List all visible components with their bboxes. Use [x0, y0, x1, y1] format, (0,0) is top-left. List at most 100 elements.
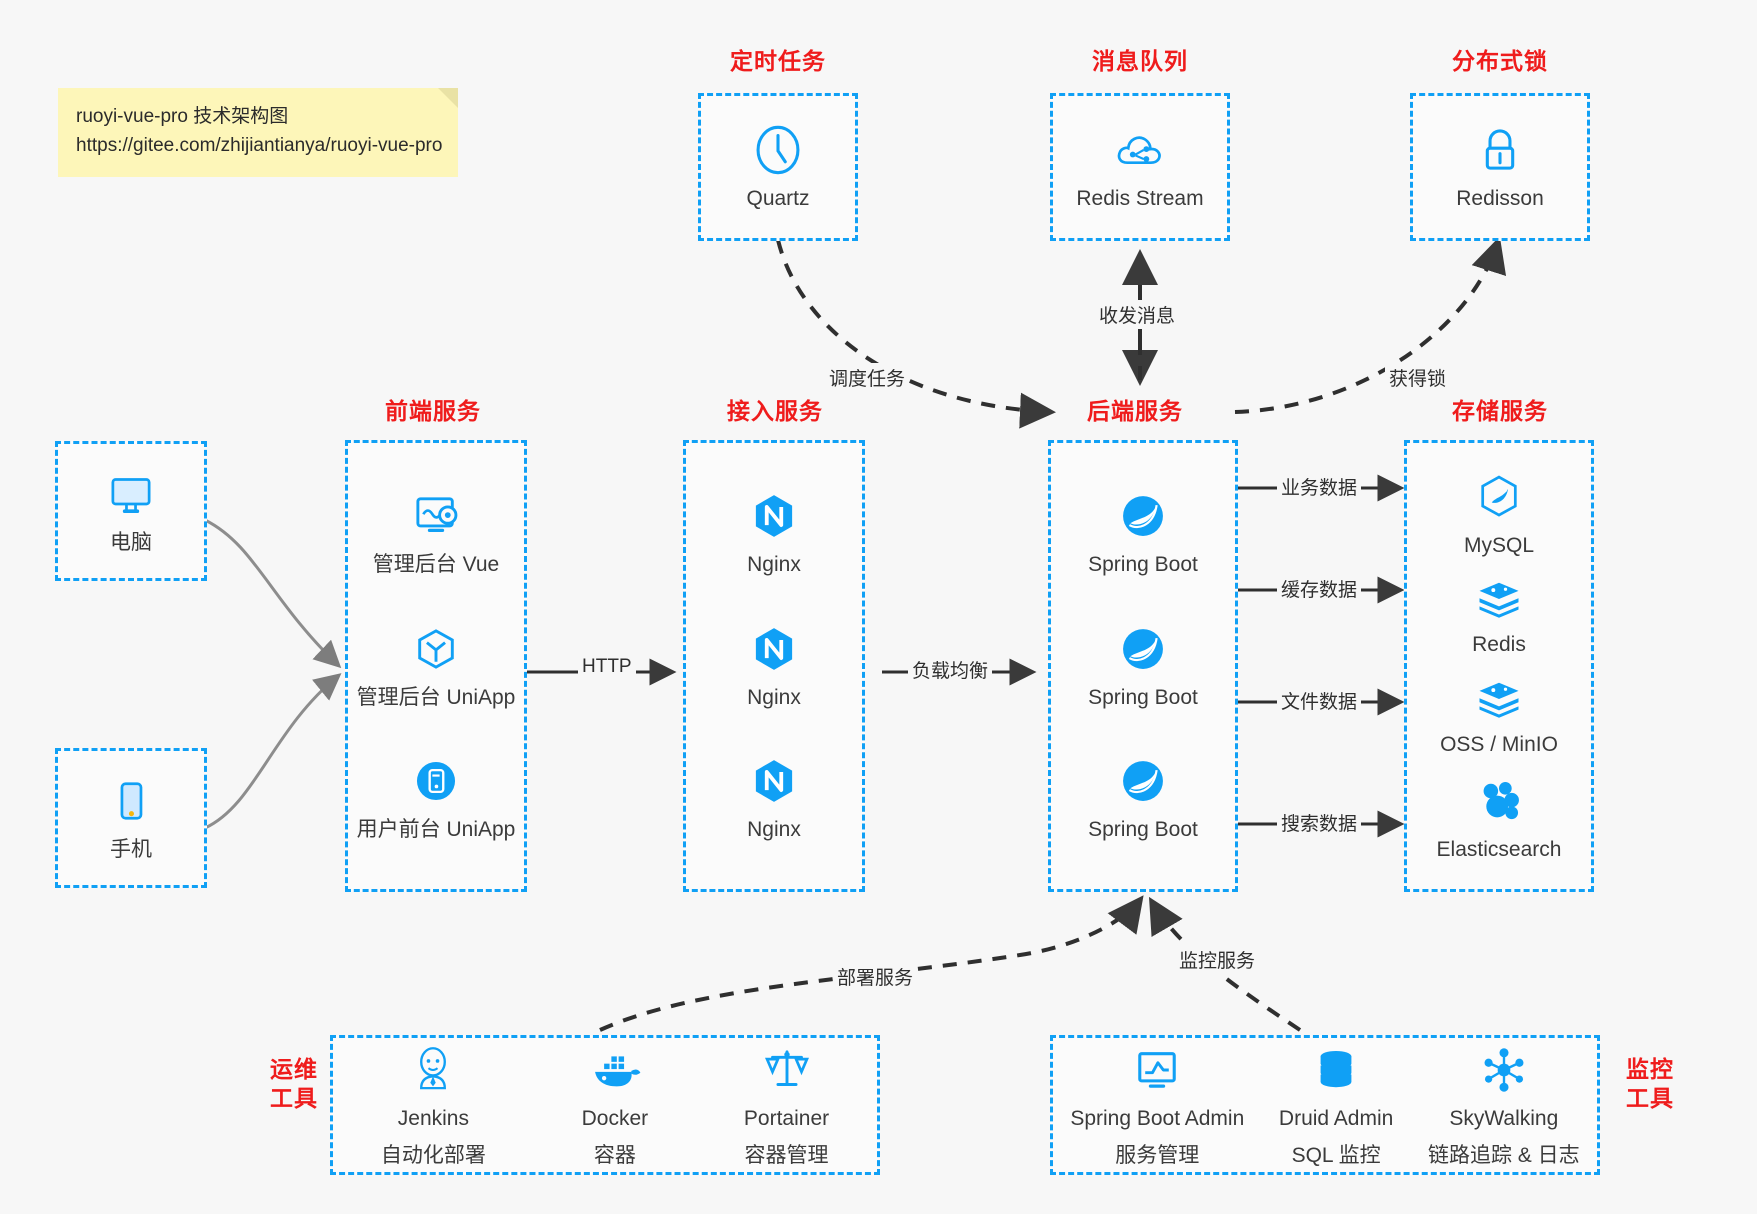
edge-label-send-receive-message: 收发消息: [1095, 300, 1180, 329]
group-title-monitoring-line1: 监控: [1626, 1056, 1674, 1082]
group-title-devops: 运维 工具: [258, 1055, 330, 1113]
node-nginx-3[interactable]: Nginx: [745, 752, 803, 844]
node-label: 管理后台 UniApp: [356, 685, 516, 709]
app-circle-icon: [416, 762, 456, 801]
group-gateway: Nginx Nginx Nginx: [683, 440, 865, 892]
redis-stack-icon: [1479, 582, 1519, 618]
node-label: Portainer: [743, 1106, 830, 1130]
node-sublabel: 自动化部署: [380, 1144, 486, 1168]
nginx-icon: [755, 760, 793, 803]
node-skywalking[interactable]: SkyWalking 链路追踪 & 日志: [1428, 1041, 1580, 1169]
edge-label-file-data: 文件数据: [1277, 686, 1362, 715]
jenkins-butler-icon: [420, 1046, 447, 1090]
group-title-monitoring: 监控 工具: [1614, 1055, 1686, 1113]
node-docker[interactable]: Docker 容器: [581, 1041, 649, 1169]
node-portainer[interactable]: Portainer 容器管理: [744, 1041, 829, 1169]
node-label: 电脑: [110, 530, 152, 554]
node-spring-boot-2[interactable]: Spring Boot: [1088, 620, 1198, 712]
group-client-desktop: 电脑: [55, 441, 207, 581]
edge-label-acquire-lock: 获得锁: [1385, 363, 1451, 392]
node-label: Spring Boot: [1088, 818, 1198, 842]
group-frontend: 管理后台 Vue 管理后台 UniApp 用户前台 UniApp: [345, 440, 527, 892]
node-quartz[interactable]: Quartz: [746, 121, 810, 213]
desktop-icon: [111, 477, 151, 513]
group-storage: MySQL Redis OSS / MinIO: [1404, 440, 1594, 892]
mobile-icon: [120, 782, 143, 820]
node-mobile[interactable]: 手机: [102, 772, 160, 864]
node-nginx-1[interactable]: Nginx: [745, 487, 803, 579]
edge-label-deploy-service: 部署服务: [833, 962, 918, 991]
edge-label-load-balance: 负载均衡: [908, 655, 993, 684]
node-admin-vue[interactable]: 管理后台 Vue: [373, 487, 499, 579]
node-redisson[interactable]: Redisson: [1456, 121, 1544, 213]
node-label: Spring Boot: [1088, 685, 1198, 709]
node-user-uniapp[interactable]: 用户前台 UniApp: [356, 752, 516, 844]
node-sublabel: 服务管理: [1115, 1144, 1200, 1168]
node-elasticsearch[interactable]: Elasticsearch: [1436, 772, 1562, 864]
group-client-mobile: 手机: [55, 748, 207, 888]
node-label: MySQL: [1463, 533, 1534, 557]
elasticsearch-icon: [1483, 782, 1519, 820]
spring-leaf-icon: [1123, 496, 1163, 537]
spring-leaf-icon: [1123, 761, 1163, 802]
edge-label-search-data: 搜索数据: [1277, 808, 1362, 837]
edge-label-business-data: 业务数据: [1277, 472, 1362, 501]
node-label: Redis: [1472, 633, 1526, 657]
node-oss-minio[interactable]: OSS / MinIO: [1440, 673, 1558, 759]
node-admin-uniapp[interactable]: 管理后台 UniApp: [356, 620, 516, 712]
group-distributed-lock: Redisson: [1410, 93, 1590, 241]
nginx-icon: [755, 495, 793, 537]
clock-icon: [756, 125, 800, 175]
node-label: Nginx: [747, 685, 801, 709]
node-spring-boot-1[interactable]: Spring Boot: [1088, 487, 1198, 579]
node-label: OSS / MinIO: [1440, 732, 1558, 756]
node-label: Spring Boot: [1088, 553, 1198, 577]
group-backend: Spring Boot Spring Boot Spring Boot: [1048, 440, 1238, 892]
node-label: Nginx: [747, 553, 801, 577]
node-mysql[interactable]: MySQL: [1464, 468, 1534, 560]
scales-icon: [764, 1050, 809, 1086]
node-spring-boot-3[interactable]: Spring Boot: [1088, 752, 1198, 844]
group-scheduled-task: Quartz: [698, 93, 858, 241]
node-sublabel: 容器管理: [744, 1144, 829, 1168]
mysql-dolphin-icon: [1481, 475, 1517, 517]
group-devops-tools: Jenkins 自动化部署 Docker 容器: [330, 1035, 880, 1175]
cloud-network-icon: [1117, 136, 1161, 164]
edge-label-monitor-service: 监控服务: [1175, 945, 1260, 974]
node-redis[interactable]: Redis: [1472, 573, 1526, 659]
node-druid-admin[interactable]: Druid Admin SQL 监控: [1279, 1041, 1393, 1169]
edge-label-schedule-task: 调度任务: [825, 363, 910, 392]
node-label: Spring Boot Admin: [1070, 1106, 1245, 1130]
edge-label-cache-data: 缓存数据: [1277, 574, 1362, 603]
group-title-monitoring-line2: 工具: [1626, 1084, 1674, 1111]
spring-leaf-icon: [1123, 628, 1163, 669]
note-fold-corner: [438, 88, 458, 108]
group-title-distributed-lock: 分布式锁: [1452, 48, 1548, 74]
skywalking-node-icon: [1484, 1048, 1524, 1092]
node-redis-stream[interactable]: Redis Stream: [1076, 121, 1204, 213]
nginx-icon: [755, 627, 793, 670]
group-title-devops-line1: 运维: [270, 1056, 318, 1082]
node-sublabel: 容器: [593, 1144, 636, 1168]
node-spring-boot-admin[interactable]: Spring Boot Admin 服务管理: [1070, 1041, 1244, 1169]
node-desktop[interactable]: 电脑: [102, 465, 160, 557]
node-jenkins[interactable]: Jenkins 自动化部署: [381, 1041, 486, 1169]
node-label: 手机: [110, 837, 152, 861]
node-nginx-2[interactable]: Nginx: [745, 620, 803, 712]
node-sublabel: 链路追踪 & 日志: [1427, 1144, 1580, 1168]
group-title-message-queue: 消息队列: [1092, 48, 1188, 74]
node-label: Docker: [581, 1106, 649, 1130]
node-label: Druid Admin: [1278, 1106, 1394, 1130]
node-label: Redisson: [1456, 186, 1544, 210]
docker-whale-icon: [594, 1056, 641, 1087]
dashboard-gear-icon: [416, 497, 458, 533]
node-label: SkyWalking: [1449, 1106, 1559, 1130]
group-title-backend: 后端服务: [1087, 398, 1183, 424]
redis-stack-icon: [1479, 682, 1519, 718]
node-label: Elasticsearch: [1436, 838, 1562, 862]
group-monitoring-tools: Spring Boot Admin 服务管理 Druid Admin SQL 监…: [1050, 1035, 1600, 1175]
node-label: 用户前台 UniApp: [356, 818, 516, 842]
monitor-chart-icon: [1138, 1051, 1177, 1088]
group-title-scheduled-task: 定时任务: [730, 48, 826, 74]
